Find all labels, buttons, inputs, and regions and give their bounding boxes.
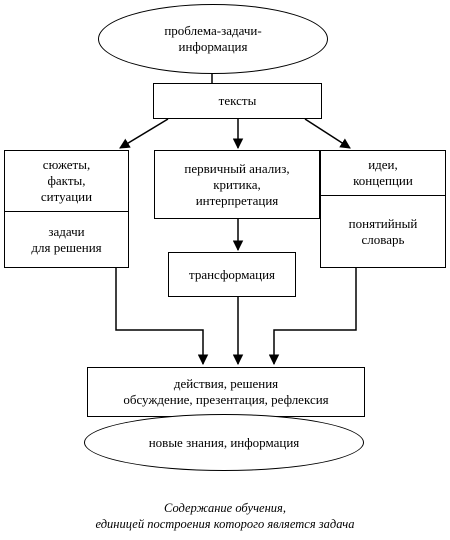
analysis-label: первичный анализ, критика, интерпретация bbox=[184, 160, 290, 208]
figure-caption: Содержание обучения, единицей построения… bbox=[0, 500, 450, 532]
right-top-cell: идеи, концепции bbox=[321, 151, 445, 195]
transformation-label: трансформация bbox=[188, 266, 276, 282]
right-bottom-cell: понятийный словарь bbox=[321, 196, 445, 267]
left-bottom-label: задачи для решения bbox=[31, 223, 102, 255]
caption-line-2: единицей построения которого является за… bbox=[95, 517, 355, 531]
texts-box: тексты bbox=[153, 83, 322, 119]
arrow-left-actions bbox=[115, 268, 209, 366]
arrow-right-actions bbox=[268, 268, 357, 366]
problem-label: проблема-задачи- информация bbox=[164, 23, 262, 54]
right-bottom-label: понятийный словарь bbox=[348, 215, 418, 247]
analysis-box: первичный анализ, критика, интерпретация bbox=[154, 150, 320, 219]
transformation-box: трансформация bbox=[168, 252, 296, 297]
right-column-box: идеи, концепции понятийный словарь bbox=[320, 150, 446, 268]
arrow-texts-left bbox=[119, 118, 169, 149]
arrow-texts-right bbox=[304, 118, 351, 149]
texts-label: тексты bbox=[218, 93, 257, 108]
left-bottom-cell: задачи для решения bbox=[5, 212, 128, 267]
actions-box: действия, решения обсуждение, презентаци… bbox=[87, 367, 365, 417]
knowledge-oval: новые знания, информация bbox=[84, 414, 364, 471]
caption-line-1: Содержание обучения, bbox=[164, 501, 286, 515]
knowledge-label: новые знания, информация bbox=[148, 434, 300, 450]
left-column-box: сюжеты, факты, ситуации задачи для решен… bbox=[4, 150, 129, 268]
right-top-label: идеи, концепции bbox=[353, 157, 413, 188]
left-top-cell: сюжеты, факты, ситуации bbox=[5, 151, 128, 211]
right-divider bbox=[321, 195, 445, 196]
problem-oval: проблема-задачи- информация bbox=[98, 4, 328, 74]
left-divider bbox=[5, 211, 128, 212]
actions-label: действия, решения обсуждение, презентаци… bbox=[123, 376, 329, 407]
left-top-label: сюжеты, факты, ситуации bbox=[40, 157, 93, 204]
